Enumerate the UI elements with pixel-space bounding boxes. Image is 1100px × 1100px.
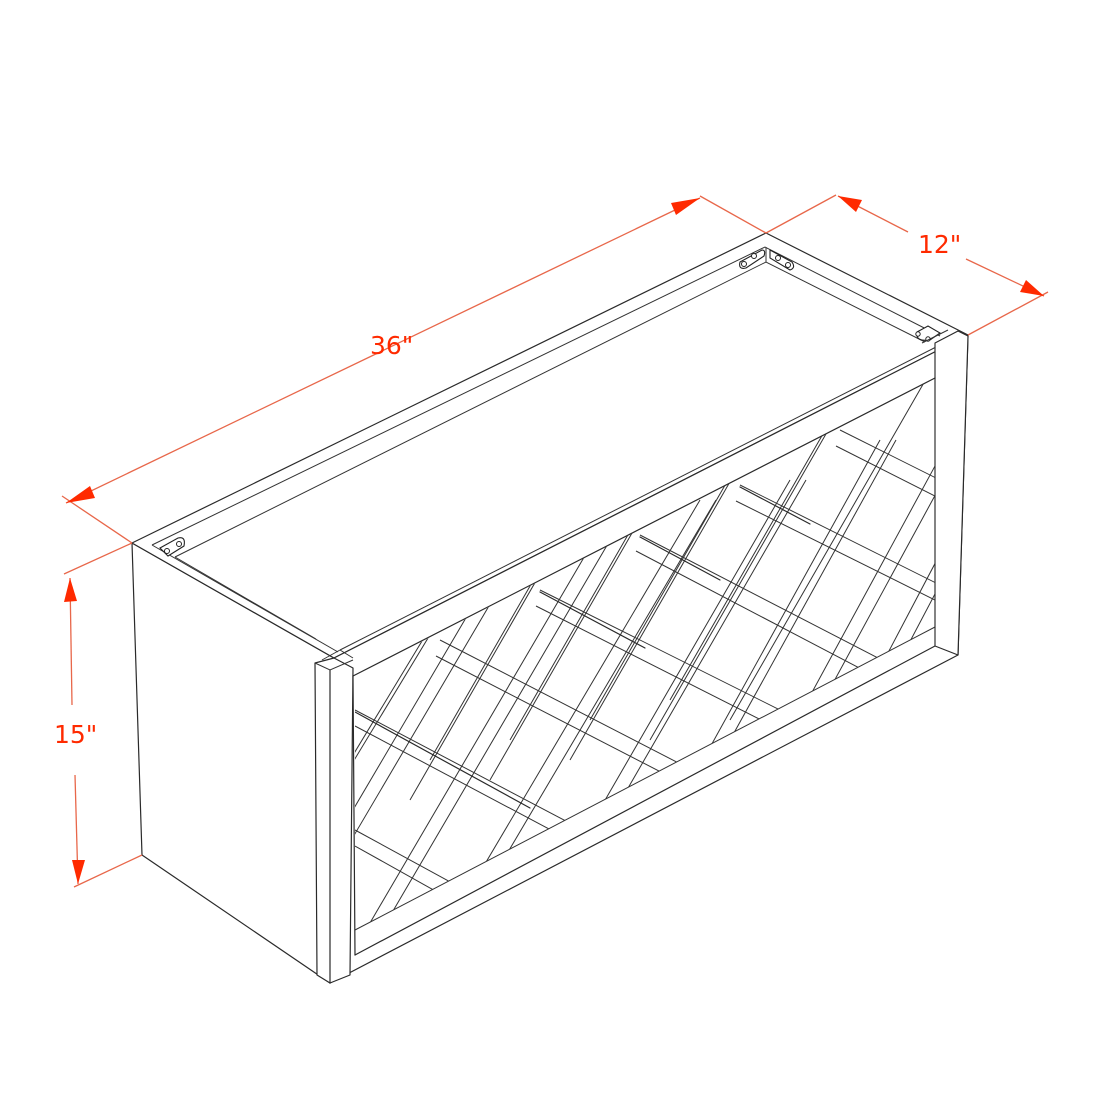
dimension-height-15 [63,542,143,888]
dimension-depth-12 [765,194,1049,336]
front-face-frame [314,329,969,984]
dimension-label-height: 15" [54,720,98,749]
arrow-down-icon [72,860,85,884]
arrow-right-icon [671,198,700,215]
arrow-up-icon [64,578,77,602]
dimension-label-depth: 12" [918,230,962,259]
corner-bracket-left [159,537,185,557]
top-panel [131,232,969,659]
corner-bracket-back [739,249,795,271]
lattice-front-edges [355,486,811,809]
arrow-down-right-icon [1020,280,1044,296]
dimension-width-36 [61,195,767,544]
arrow-left-icon [66,486,95,503]
dimension-label-width: 36" [370,331,414,360]
arrow-up-left-icon [838,196,862,212]
